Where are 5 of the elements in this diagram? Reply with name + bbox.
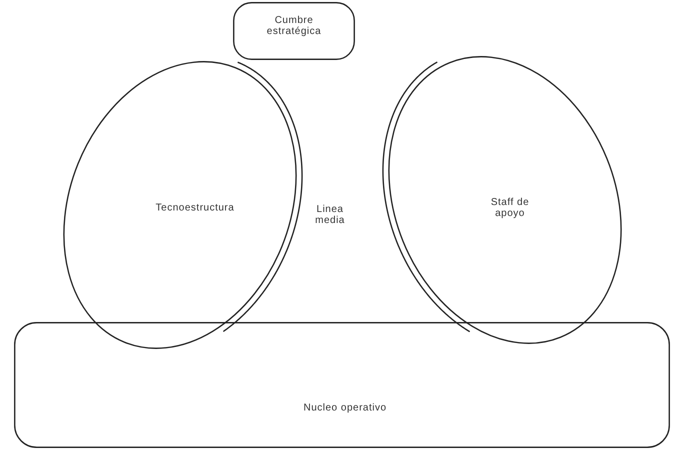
node-label: Staff de apoyo: [490, 197, 530, 219]
node-label: Nucleo operativo: [303, 402, 387, 414]
node-label: Linea media: [314, 204, 346, 226]
node-label: Tecnoestructura: [156, 202, 234, 214]
node-label: Cumbre estratégica: [266, 15, 322, 37]
